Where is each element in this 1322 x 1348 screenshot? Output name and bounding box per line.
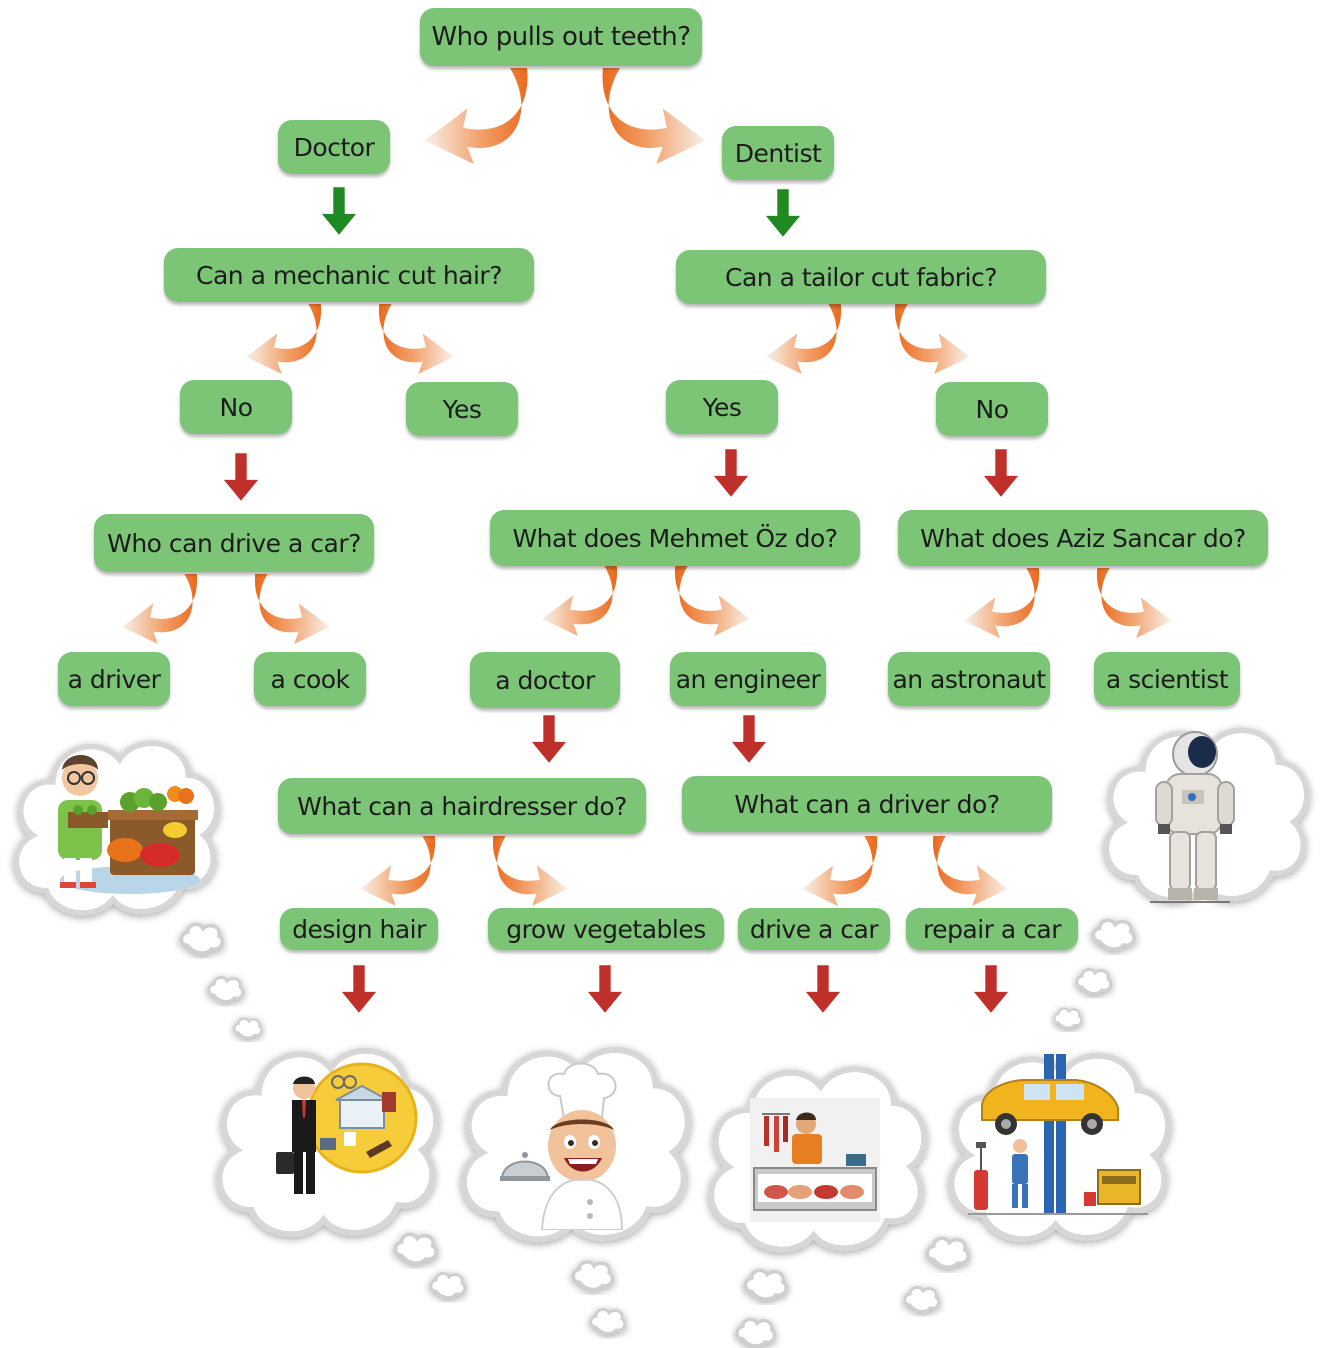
mechanic-illustration <box>968 1054 1148 1215</box>
branch-arrow-left <box>766 304 842 374</box>
node-answer-yes: Yes <box>406 382 518 436</box>
down-arrow <box>713 449 749 497</box>
down-arrow <box>765 189 801 237</box>
node-answer-yes: Yes <box>666 380 778 434</box>
down-arrow <box>321 187 357 235</box>
node-question-drive: Who can drive a car? <box>94 514 374 572</box>
branch-arrow-left <box>542 566 618 636</box>
lawyer-illustration <box>276 1062 418 1194</box>
astronaut-illustration <box>1150 731 1235 903</box>
node-answer-engineer: an engineer <box>670 652 826 706</box>
branch-arrow-left <box>424 68 528 164</box>
node-question-mehmet: What does Mehmet Öz do? <box>490 510 860 566</box>
node-answer-astronaut: an astronaut <box>888 652 1050 706</box>
down-arrow <box>341 965 377 1013</box>
node-question-mechanic: Can a mechanic cut hair? <box>164 248 534 302</box>
down-arrow <box>531 715 567 763</box>
node-answer-grow-vegetables: grow vegetables <box>488 908 724 950</box>
node-question-hairdresser: What can a hairdresser do? <box>278 778 646 834</box>
node-answer-repair-car: repair a car <box>906 908 1078 950</box>
node-root-question: Who pulls out teeth? <box>420 8 702 66</box>
branch-arrow-right <box>932 836 1008 906</box>
butcher-illustration <box>750 1098 880 1222</box>
node-answer-scientist: a scientist <box>1094 652 1240 706</box>
node-answer-driver: a driver <box>58 652 170 706</box>
branch-arrow-right <box>492 836 568 906</box>
branch-arrow-right <box>894 304 970 374</box>
branch-arrow-right <box>254 574 330 644</box>
branch-arrow-left <box>246 304 322 374</box>
down-arrow <box>805 965 841 1013</box>
node-answer-cook: a cook <box>254 652 366 706</box>
node-answer-no: No <box>180 380 292 434</box>
down-arrow <box>983 449 1019 497</box>
node-answer-drive-car: drive a car <box>738 908 890 950</box>
node-question-tailor: Can a tailor cut fabric? <box>676 250 1046 304</box>
node-answer-doctor: a doctor <box>470 652 620 708</box>
node-question-aziz: What does Aziz Sancar do? <box>898 510 1268 566</box>
down-arrow <box>731 715 767 763</box>
branch-arrow-right <box>674 566 750 636</box>
node-question-driver-do: What can a driver do? <box>682 776 1052 832</box>
node-doctor: Doctor <box>278 120 390 174</box>
greengrocer-illustration <box>58 755 200 894</box>
branch-arrow-left <box>802 836 878 906</box>
branch-arrow-right <box>602 68 706 164</box>
chef-illustration <box>500 1062 624 1230</box>
branch-arrow-left <box>964 568 1040 638</box>
node-answer-no: No <box>936 382 1048 436</box>
node-dentist: Dentist <box>722 126 834 180</box>
branch-arrow-right <box>1096 568 1172 638</box>
branch-arrow-left <box>360 836 436 906</box>
down-arrow <box>223 453 259 501</box>
branch-arrow-right <box>378 304 454 374</box>
node-answer-design-hair: design hair <box>280 908 438 950</box>
down-arrow <box>587 965 623 1013</box>
down-arrow <box>973 965 1009 1013</box>
branch-arrow-left <box>122 574 198 644</box>
